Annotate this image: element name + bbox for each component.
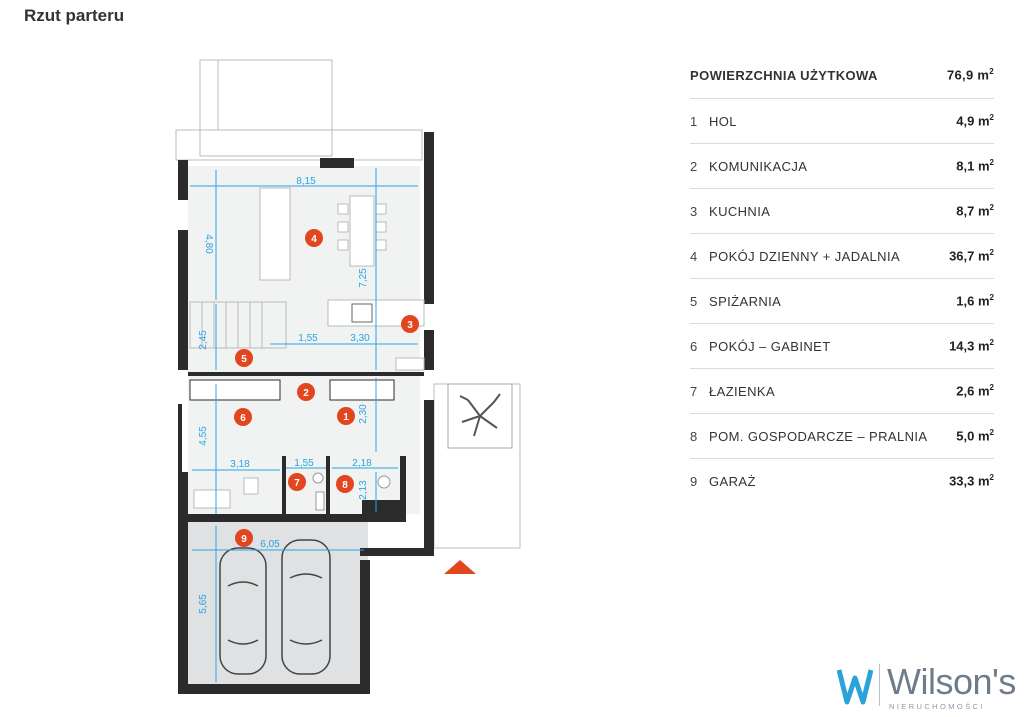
room-marker-2: 2 [297,383,315,401]
tree-icon [459,393,501,437]
tree-box [447,383,513,449]
dining-table [349,195,375,267]
svg-text:3,30: 3,30 [350,333,370,344]
wilsons-logo: Wilson's NIERUCHOMOŚCI [837,661,1017,711]
svg-text:2: 2 [303,388,309,399]
room-marker-1: 1 [337,407,355,425]
cars [219,539,331,675]
svg-text:2,45: 2,45 [198,330,209,350]
entrance-arrow-icon [444,560,476,574]
porch [433,383,521,549]
living-room-floor [188,166,420,358]
dimension-labels: 8,15 4,80 7,25 2,45 1,55 3,30 2,30 4,55 … [198,176,372,614]
svg-text:6: 6 [240,413,246,424]
logo-w-icon [837,669,873,705]
svg-text:8: 8 [342,480,348,491]
svg-text:5,65: 5,65 [198,594,209,614]
terrace-roof [199,59,333,157]
dimension-lines [190,168,418,682]
shower [315,491,325,511]
logo-word: Wilson's [887,661,1016,702]
svg-text:2,18: 2,18 [352,458,372,469]
svg-text:7: 7 [294,478,300,489]
fridge [395,357,425,371]
svg-text:7,25: 7,25 [358,268,369,288]
svg-text:4: 4 [311,234,317,245]
svg-text:6,05: 6,05 [260,539,280,550]
room-marker-7: 7 [288,473,306,491]
svg-text:2,30: 2,30 [358,404,369,424]
cooktop [351,303,373,323]
svg-text:3: 3 [407,320,413,331]
sofa [259,187,291,281]
total-area-row: POWIERZCHNIA UŻYTKOWA 76,9 m2 [690,52,994,99]
total-area-label: POWIERZCHNIA UŻYTKOWA [690,67,878,83]
svg-text:1: 1 [343,412,349,423]
floor-plan: 8,15 4,80 7,25 2,45 1,55 3,30 2,30 4,55 … [175,59,521,694]
svg-text:9: 9 [241,534,247,545]
washer [377,475,391,489]
svg-text:1,55: 1,55 [294,458,314,469]
room-marker-8: 8 [336,475,354,493]
svg-text:1,55: 1,55 [298,333,318,344]
room-marker-9: 9 [235,529,253,547]
room-marker-3: 3 [401,315,419,333]
logo-subtitle: NIERUCHOMOŚCI [889,702,985,711]
page-title: Rzut parteru [24,6,125,25]
total-area-value: 76,9 m2 [946,67,994,83]
room-marker-6: 6 [234,408,252,426]
chair [243,477,259,495]
wardrobes [189,379,395,401]
chairs [337,203,387,251]
svg-text:4,80: 4,80 [203,234,214,254]
svg-text:5: 5 [241,354,247,365]
desk [193,489,231,509]
stairs [189,301,287,349]
room-markers: 1 2 3 4 5 6 7 8 9 [234,229,419,547]
room-marker-5: 5 [235,349,253,367]
walls [178,132,434,694]
svg-text:8,15: 8,15 [296,176,316,187]
svg-text:3,18: 3,18 [230,459,250,470]
toilet [312,472,324,484]
terrace [175,129,423,161]
svg-text:4,55: 4,55 [198,426,209,446]
room-marker-4: 4 [305,229,323,247]
svg-text:2,13: 2,13 [358,480,369,500]
